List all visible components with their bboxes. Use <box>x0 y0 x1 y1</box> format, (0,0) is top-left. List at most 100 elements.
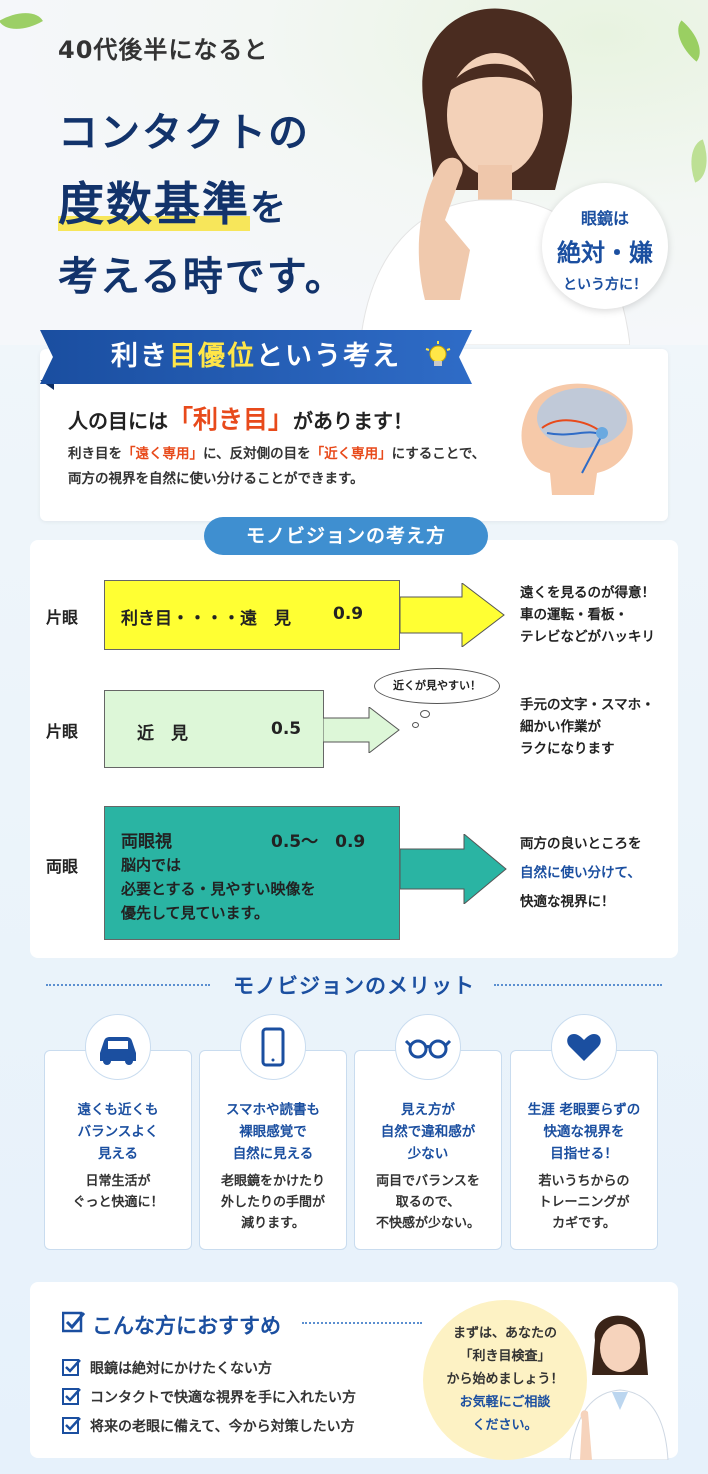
merit-desc: 若いうちからの トレーニングが カギです。 <box>511 1171 657 1234</box>
bubble-line: まずは、あなたの <box>452 1326 557 1341</box>
hero-headline-line2: 度数基準を <box>58 168 288 234</box>
body-line2: 両方の視界を自然に使い分けることができます。 <box>68 471 364 487</box>
section-ribbon: 利き目優位という考え <box>40 330 472 384</box>
recommend-title: こんな方におすすめ <box>92 1314 281 1338</box>
merit-desc-line: 不快感が少ない。 <box>375 1216 480 1231</box>
divider <box>46 984 210 986</box>
binocular-box: 両眼視 0.5〜 0.9 脳内では 必要とする・見やすい映像を 優先して見ていま… <box>104 806 400 940</box>
checkbox-icon <box>62 1311 86 1333</box>
heading-highlight: 「利き目」 <box>168 405 294 434</box>
row-label: 片眼 <box>46 722 79 741</box>
merit-desc-line: ぐっと快適に！ <box>72 1195 164 1210</box>
desc-line: 手元の文字・スマホ・ <box>520 697 655 713</box>
bubble-line: お気軽にご相談 <box>459 1395 551 1410</box>
merit-title: 遠くも近くも バランスよく 見える <box>45 1099 191 1165</box>
merit-card: 見え方が 自然で違和感が 少ない 両目でバランスを 取るので、 不快感が少ない。 <box>354 1050 502 1250</box>
merit-desc-line: カギです。 <box>552 1216 616 1231</box>
merit-title-line: 少ない <box>407 1146 449 1162</box>
near-vision-box: 近 見 0.5 <box>104 690 324 768</box>
binocular-text: 両眼視 <box>121 832 172 852</box>
consult-bubble: まずは、あなたの 「利き目検査」 から始めましょう！ お気軽にご相談 ください。 <box>423 1300 587 1460</box>
desc-line: 両方の良いところを <box>520 836 642 852</box>
merit-desc-line: 老眼鏡をかけたり <box>220 1174 325 1189</box>
far-vision-text: 利き目・・・・遠 見 <box>121 609 291 629</box>
brain-illustration <box>521 383 633 495</box>
ribbon-tail <box>40 380 54 390</box>
ribbon-suffix: という考え <box>256 341 401 372</box>
sub-line: 優先して見ています。 <box>121 904 270 922</box>
thought-dot <box>412 722 419 728</box>
sub-line: 必要とする・見やすい映像を <box>121 880 316 898</box>
merit-title-line: 裸眼感覚で <box>239 1124 307 1140</box>
merit-title-line: 自然で違和感が <box>380 1124 476 1140</box>
desc-line: 車の運転・看板・ <box>520 607 628 623</box>
bubble-line: から始めましょう！ <box>446 1372 564 1387</box>
recommend-item: 眼鏡は絶対にかけたくない方 <box>90 1361 272 1377</box>
merit-desc-line: 両目でバランスを <box>376 1174 480 1189</box>
merit-card: 生涯 老眼要らずの 快適な視界を 目指せる！ 若いうちからの トレーニングが カ… <box>510 1050 658 1250</box>
merit-desc-line: 取るので、 <box>395 1195 461 1210</box>
arrow-right-icon <box>400 583 505 647</box>
heading-suffix: があります！ <box>293 409 414 433</box>
merit-desc-line: 日常生活が <box>85 1174 151 1189</box>
monovision-title: モノビジョンの考え方 <box>204 517 488 555</box>
merit-title-line: 快適な視界を <box>543 1124 625 1140</box>
merit-title-line: 自然に見える <box>232 1146 314 1162</box>
merit-desc-line: 若いうちからの <box>538 1174 630 1189</box>
sub-line: 脳内では <box>121 856 182 874</box>
lightbulb-icon <box>425 341 451 366</box>
merit-desc: 両目でバランスを 取るので、 不快感が少ない。 <box>355 1171 501 1234</box>
merit-desc-line: トレーニングが <box>538 1195 630 1210</box>
desc-line: テレビなどがハッキリ <box>520 629 655 645</box>
arrow-right-icon <box>400 834 507 904</box>
row-label: 片眼 <box>46 608 79 627</box>
merit-desc: 日常生活が ぐっと快適に！ <box>45 1171 191 1213</box>
desc-line: 快適な視界に！ <box>520 894 615 910</box>
desc-line: 自然に使い分けて、 <box>520 865 641 881</box>
merits-title: モノビジョンのメリット <box>233 974 475 998</box>
hero-headline-line3: 考える時です。 <box>58 253 347 300</box>
hero-highlight: 度数基準 <box>58 177 250 231</box>
dominant-eye-heading: 人の目には「利き目」があります！ <box>68 400 413 436</box>
far-vision-value: 0.9 <box>333 604 364 624</box>
ribbon-prefix: 利き <box>111 341 169 372</box>
merit-title-line: 生涯 老眼要らずの <box>527 1102 641 1118</box>
merit-title-line: 遠くも近くも <box>77 1102 159 1118</box>
heart-icon <box>551 1014 617 1080</box>
glasses-icon <box>395 1014 461 1080</box>
dominant-eye-body: 利き目を「遠く専用」に、反対側の目を「近く専用」にすることで、 両方の視界を自然… <box>68 442 485 492</box>
body-text: 利き目を <box>68 446 122 462</box>
desc-line: 遠くを見るのが得意！ <box>520 585 655 601</box>
divider <box>302 1322 422 1324</box>
smartphone-icon <box>240 1014 306 1080</box>
merit-title: 生涯 老眼要らずの 快適な視界を 目指せる！ <box>511 1099 657 1165</box>
badge-line1: 眼鏡は <box>580 209 629 228</box>
binocular-value: 0.5〜 0.9 <box>271 832 366 852</box>
car-icon <box>85 1014 151 1080</box>
body-text: にすることで、 <box>391 446 486 462</box>
merit-desc: 老眼鏡をかけたり 外したりの手間が 減ります。 <box>200 1171 346 1234</box>
doctor-illustration <box>569 1315 669 1460</box>
divider <box>494 984 662 986</box>
near-vision-text: 近 見 <box>137 724 188 744</box>
checkbox-icon <box>62 1388 81 1405</box>
row-label: 両眼 <box>46 857 79 876</box>
desc-line: ラクになります <box>520 741 615 757</box>
merit-title-line: 見える <box>97 1146 139 1162</box>
heading-prefix: 人の目には <box>68 409 168 433</box>
far-vision-box: 利き目・・・・遠 見 0.9 <box>104 580 400 650</box>
merit-desc-line: 減ります。 <box>241 1216 305 1231</box>
merit-title: 見え方が 自然で違和感が 少ない <box>355 1099 501 1165</box>
recommend-item: 将来の老眼に備えて、今から対策したい方 <box>90 1419 355 1435</box>
thought-dot <box>420 710 430 718</box>
bubble-line: 「利き目検査」 <box>459 1349 551 1364</box>
badge-line2: 絶対・嫌 <box>557 239 653 267</box>
arrow-right-icon <box>323 707 400 753</box>
hero-subtitle: 40代後半になると <box>58 36 269 64</box>
hero-headline-line1: コンタクトの <box>58 109 310 156</box>
checkbox-icon <box>62 1417 81 1434</box>
ribbon-highlight: 目優位 <box>169 341 256 372</box>
row-description: 遠くを見るのが得意！ 車の運転・看板・ テレビなどがハッキリ <box>520 582 655 648</box>
badge-line3: という方に！ <box>563 277 647 293</box>
binocular-sub: 脳内では 必要とする・見やすい映像を 優先して見ています。 <box>121 853 316 925</box>
